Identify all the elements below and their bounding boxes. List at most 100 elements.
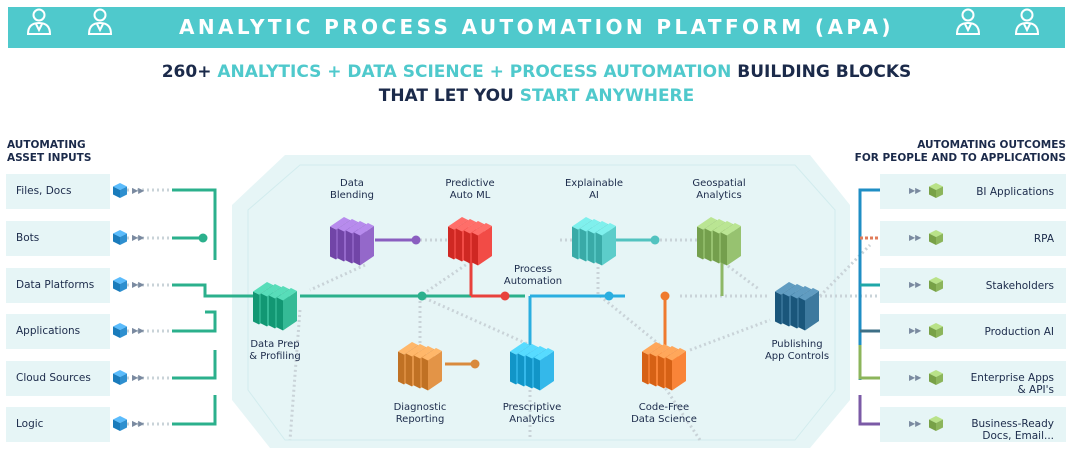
node-label-line-1: Data Prep — [250, 339, 300, 350]
cube-stack-icon[interactable] — [398, 342, 442, 391]
user-icon — [955, 8, 981, 35]
input-block-icon — [112, 276, 128, 293]
output-block-icon — [928, 229, 944, 246]
input-block-icon — [112, 322, 128, 339]
double-chevron-icon: ▶▶ — [132, 186, 145, 195]
node-label-line-1: Explainable — [564, 178, 623, 189]
output-block-icon — [928, 322, 944, 339]
cube-stack-icon[interactable] — [448, 217, 492, 266]
double-chevron-icon: ▶▶ — [909, 186, 922, 195]
node-label-line-1: Publishing — [771, 339, 823, 350]
input-label: Data Platforms — [16, 279, 95, 291]
input-label: Applications — [16, 325, 81, 337]
input-label: Bots — [16, 232, 40, 244]
input-bots[interactable]: Bots — [6, 221, 110, 256]
input-block-icon — [112, 229, 128, 246]
node-label-line-2: Reporting — [395, 414, 445, 425]
inputs-heading-line-2: ASSET INPUTS — [7, 152, 92, 164]
node-label-line-1: Code-Free — [638, 402, 690, 413]
double-chevron-icon: ▶▶ — [132, 419, 145, 428]
input-block-icon — [112, 415, 128, 432]
output-label-line-1: Production AI — [984, 325, 1054, 338]
node-label-line-2: Analytics — [696, 190, 742, 201]
node-label-line-1: Geospatial — [692, 178, 746, 189]
cube-stack-icon[interactable] — [510, 342, 554, 391]
double-chevron-icon: ▶▶ — [909, 233, 922, 242]
output-block-icon — [928, 415, 944, 432]
node-label-data-prep: Data Prep& Profiling — [220, 339, 330, 363]
headline-count: 260+ — [161, 62, 218, 82]
output-bi-applications[interactable]: BI Applications — [880, 174, 1066, 209]
outputs-heading: AUTOMATING OUTCOMES FOR PEOPLE AND TO AP… — [855, 139, 1066, 165]
output-production-ai[interactable]: Production AI — [880, 314, 1066, 349]
input-data-platforms[interactable]: Data Platforms — [6, 268, 110, 303]
cube-stack-icon[interactable] — [330, 217, 374, 266]
node-label-line-1: Diagnostic — [393, 402, 447, 413]
headline-tail: BUILDING BLOCKS — [731, 62, 912, 82]
output-stakeholders[interactable]: Stakeholders — [880, 268, 1066, 303]
output-enterprise-apps[interactable]: Enterprise Apps& API's — [880, 361, 1066, 396]
diagram-background — [232, 155, 850, 448]
cube-stack-icon[interactable] — [697, 217, 741, 266]
headline-line-1: 260+ ANALYTICS + DATA SCIENCE + PROCESS … — [0, 62, 1073, 82]
output-label: Production AI — [924, 314, 1054, 349]
cube-stack-icon[interactable] — [642, 342, 686, 391]
title-banner: ANALYTIC PROCESS AUTOMATION PLATFORM (AP… — [8, 7, 1065, 48]
input-block-icon — [112, 182, 128, 199]
node-label-line-2: Analytics — [509, 414, 555, 425]
cube-icon — [929, 323, 943, 338]
headline-highlight-2: START ANYWHERE — [519, 86, 695, 106]
output-label-line-1: Stakeholders — [985, 279, 1054, 292]
solid-connectors — [172, 188, 905, 426]
cube-stack-icon[interactable] — [572, 217, 616, 266]
cube-icon — [929, 416, 943, 431]
output-label: BI Applications — [924, 174, 1054, 209]
node-label-line-2: Auto ML — [449, 190, 491, 201]
cube-icon — [113, 323, 127, 338]
input-cloud-sources[interactable]: Cloud Sources — [6, 361, 110, 396]
double-chevron-icon: ▶▶ — [132, 233, 145, 242]
cube-icon — [929, 277, 943, 292]
outputs-heading-line-2: FOR PEOPLE AND TO APPLICATIONS — [854, 152, 1066, 164]
user-icon — [87, 8, 113, 35]
node-label-line-1: Prescriptive — [502, 402, 562, 413]
cube-stack-icon[interactable] — [253, 282, 297, 331]
double-chevron-icon: ▶▶ — [909, 280, 922, 289]
cube-icon — [113, 416, 127, 431]
node-label-line-1: Process — [514, 264, 552, 275]
headline-line-2: THAT LET YOU START ANYWHERE — [0, 86, 1073, 106]
cube-icon — [113, 230, 127, 245]
output-label-line-1: BI Applications — [976, 185, 1054, 198]
input-files-docs[interactable]: Files, Docs — [6, 174, 110, 209]
output-label: Enterprise Apps& API's — [924, 361, 1054, 396]
cube-icon — [929, 370, 943, 385]
input-applications[interactable]: Applications — [6, 314, 110, 349]
output-label-line-1: RPA — [1033, 232, 1054, 245]
cube-stack-icon[interactable] — [775, 282, 819, 331]
cube-icon — [113, 370, 127, 385]
cube-icon — [113, 277, 127, 292]
input-logic[interactable]: Logic — [6, 407, 110, 442]
node-label-line-2: App Controls — [764, 351, 830, 362]
output-block-icon — [928, 276, 944, 293]
node-label-line-2: Data Science — [631, 414, 697, 425]
node-label-line-2: AI — [589, 190, 599, 201]
node-label-line-2: Blending — [330, 190, 374, 201]
input-block-icon — [112, 369, 128, 386]
double-chevron-icon: ▶▶ — [132, 373, 145, 382]
output-rpa[interactable]: RPA — [880, 221, 1066, 256]
user-icon — [1014, 8, 1040, 35]
double-chevron-icon: ▶▶ — [132, 326, 145, 335]
output-label-line-1: Enterprise Apps — [970, 372, 1054, 384]
input-label: Logic — [16, 418, 44, 430]
double-chevron-icon: ▶▶ — [132, 280, 145, 289]
